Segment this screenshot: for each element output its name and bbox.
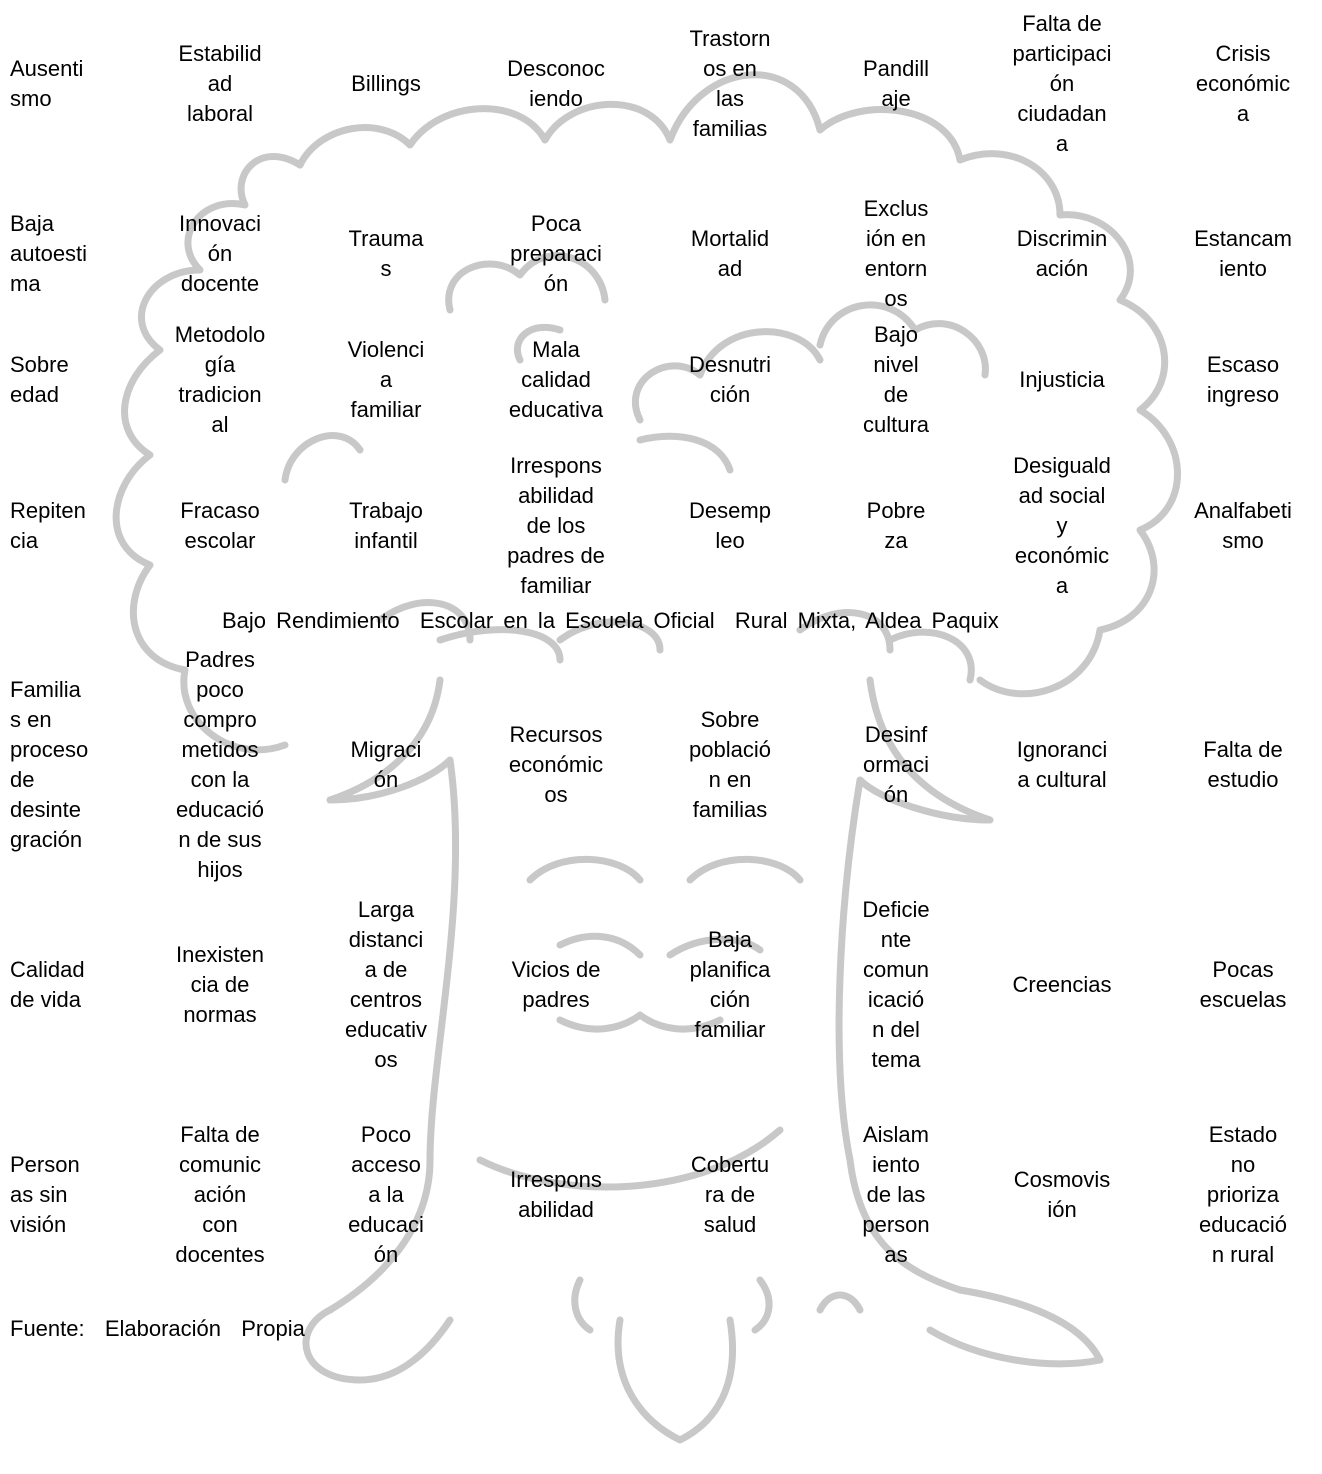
cause-cell-r3-c4: Irrespons abilidad bbox=[510, 1167, 602, 1222]
cause-cell-r3-c1: Person as sin visión bbox=[10, 1152, 80, 1237]
effect-cell-r2-c6: Exclus ión en entorn os bbox=[863, 196, 929, 311]
cause-cell-r2-c1: Calidad de vida bbox=[10, 957, 85, 1012]
effect-cell-r4-c7: Desiguald ad social y económic a bbox=[1013, 453, 1111, 598]
effect-cell-r1-c6: Pandill aje bbox=[862, 56, 930, 111]
cause-cell-r3-c6: Aislam iento de las person as bbox=[862, 1122, 930, 1267]
cause-cell-r3-c3: Poco acceso a la educaci ón bbox=[348, 1122, 424, 1267]
effect-cell-r3-c3: Violenci a familiar bbox=[347, 337, 425, 422]
central-problem: Bajo Rendimiento Escolar en la Escuela O… bbox=[222, 608, 999, 633]
effect-cell-r3-c1: Sobre edad bbox=[10, 352, 69, 407]
cause-cell-r2-c7: Creencias bbox=[1012, 972, 1112, 997]
effect-cell-r4-c1: Repiten cia bbox=[10, 498, 86, 553]
effect-cell-r2-c5: Mortalid ad bbox=[690, 226, 770, 281]
effect-cell-r3-c6: Bajo nivel de cultura bbox=[862, 322, 930, 437]
effect-cell-r3-c4: Mala calidad educativa bbox=[508, 337, 604, 422]
cause-cell-r3-c2: Falta de comunic ación con docentes bbox=[175, 1122, 265, 1267]
effect-cell-r2-c7: Discrimin ación bbox=[1016, 226, 1108, 281]
cause-cell-r2-c6: Deficie nte comun icació n del tema bbox=[862, 897, 930, 1072]
effect-cell-r1-c3: Billings bbox=[351, 71, 421, 96]
effect-cell-r2-c8: Estancam iento bbox=[1194, 226, 1292, 281]
effect-cell-r1-c2: Estabilid ad laboral bbox=[178, 41, 262, 126]
effect-cell-r4-c2: Fracaso escolar bbox=[180, 498, 260, 553]
effect-cell-r2-c4: Poca preparaci ón bbox=[510, 211, 602, 296]
source-note: Fuente: Elaboración Propia bbox=[10, 1316, 305, 1341]
effect-cell-r4-c8: Analfabeti smo bbox=[1194, 498, 1292, 553]
effect-cell-r2-c3: Trauma s bbox=[348, 226, 424, 281]
effect-cell-r3-c2: Metodolo gía tradicion al bbox=[174, 322, 266, 437]
effect-cell-r4-c5: Desemp leo bbox=[689, 498, 771, 553]
cause-cell-r1-c4: Recursos económic os bbox=[508, 722, 604, 807]
effect-cell-r1-c7: Falta de participaci ón ciudadan a bbox=[1012, 11, 1112, 156]
cause-cell-r3-c7: Cosmovis ión bbox=[1013, 1167, 1111, 1222]
cause-cell-r1-c6: Desinf ormaci ón bbox=[862, 722, 930, 807]
cause-cell-r2-c4: Vicios de padres bbox=[511, 957, 601, 1012]
effect-cell-r4-c4: Irrespons abilidad de los padres de fami… bbox=[507, 453, 605, 598]
effect-cell-r1-c1: Ausenti smo bbox=[10, 56, 84, 111]
cause-cell-r2-c2: Inexisten cia de normas bbox=[175, 942, 265, 1027]
effect-cell-r1-c4: Desconoc iendo bbox=[507, 56, 605, 111]
effect-cell-r4-c6: Pobre za bbox=[866, 498, 926, 553]
cause-cell-r1-c2: Padres poco compro metidos con la educac… bbox=[175, 647, 265, 882]
cause-cell-r3-c8: Estado no prioriza educació n rural bbox=[1198, 1122, 1288, 1267]
effect-cell-r2-c1: Baja autoesti ma bbox=[10, 211, 88, 296]
effect-cell-r3-c7: Injusticia bbox=[1019, 367, 1105, 392]
effect-cell-r3-c8: Escaso ingreso bbox=[1206, 352, 1280, 407]
effect-cell-r2-c2: Innovaci ón docente bbox=[179, 211, 261, 296]
cause-cell-r1-c7: Ignoranci a cultural bbox=[1016, 737, 1108, 792]
cause-cell-r2-c3: Larga distanci a de centros educativ os bbox=[345, 897, 427, 1072]
cause-cell-r1-c3: Migraci ón bbox=[350, 737, 422, 792]
cause-cell-r2-c5: Baja planifica ción familiar bbox=[689, 927, 771, 1042]
effect-cell-r1-c5: Trastorn os en las familias bbox=[689, 26, 771, 141]
effect-cell-r3-c5: Desnutri ción bbox=[689, 352, 771, 407]
effect-cell-r1-c8: Crisis económic a bbox=[1195, 41, 1291, 126]
cause-cell-r3-c5: Cobertu ra de salud bbox=[690, 1152, 770, 1237]
cause-cell-r2-c8: Pocas escuelas bbox=[1199, 957, 1287, 1012]
cause-cell-r1-c1: Familia s en proceso de desinte gración bbox=[10, 677, 89, 852]
cause-cell-r1-c8: Falta de estudio bbox=[1203, 737, 1283, 792]
cause-cell-r1-c5: Sobre població n en familias bbox=[689, 707, 771, 822]
effect-cell-r4-c3: Trabajo infantil bbox=[349, 498, 423, 553]
